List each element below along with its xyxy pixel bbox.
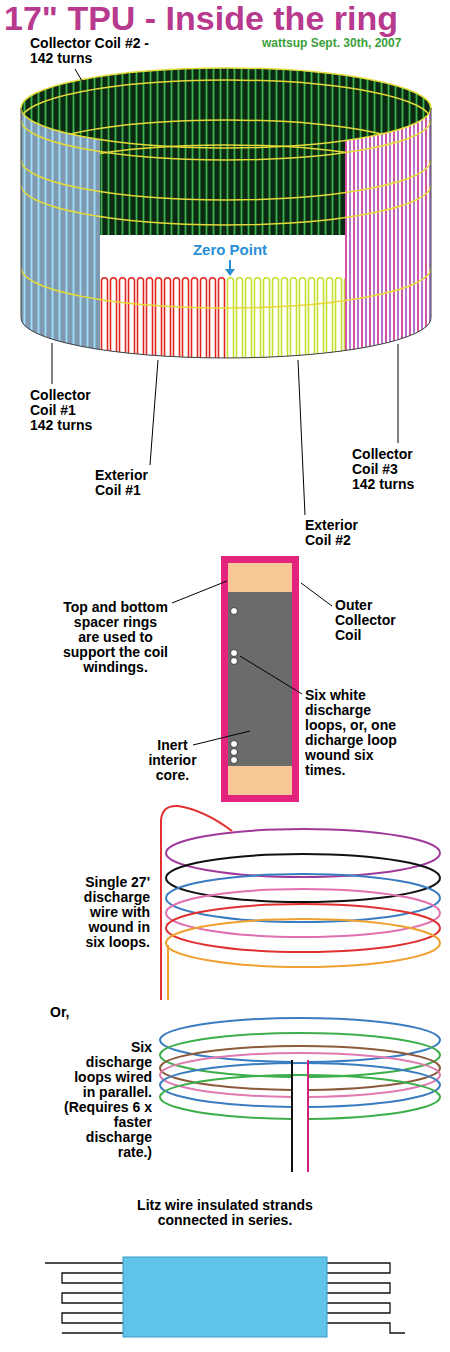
lead-wire	[167, 945, 169, 1000]
coil-label: Collector Coil #2 - 142 turns	[30, 36, 155, 66]
leader-line	[150, 360, 158, 465]
discharge-loop-wires	[231, 608, 238, 764]
interior-core	[228, 592, 292, 766]
callout-note: Six discharge loops wired in parallel. (…	[62, 1040, 152, 1160]
leader-line	[398, 344, 399, 443]
leader-line	[193, 731, 250, 745]
callout-note: Six white discharge loops, or, one dicha…	[305, 688, 410, 778]
callout-note: Top and bottom spacer rings are used to …	[62, 600, 169, 675]
discharge-loop	[21, 268, 431, 308]
coil-label: Exterior Coil #2	[305, 518, 365, 548]
ring-edge	[21, 108, 22, 318]
collector-coil-windings	[21, 60, 100, 380]
discharge-loop	[21, 185, 431, 225]
coil-label: Collector Coil #1 142 turns	[30, 388, 98, 433]
lead-wire	[161, 806, 232, 1000]
outer-collector-coil	[221, 556, 299, 802]
discharge-loop	[21, 160, 431, 200]
series-discharge-loops	[161, 806, 440, 1000]
callout-note: Outer Collector Coil	[335, 598, 410, 643]
coil-label: Collector Coil #3 142 turns	[352, 447, 422, 492]
discharge-loop	[160, 1063, 440, 1107]
callout-note: Single 27' discharge wire with wound in …	[68, 875, 150, 950]
diagram-title: 17" TPU - Inside the ring	[4, 0, 446, 36]
discharge-loop	[21, 120, 431, 160]
exterior-coil-loops	[226, 277, 345, 377]
discharge-loop	[21, 80, 431, 120]
ring-front-wall	[21, 60, 431, 380]
zero-point-label: Zero Point	[185, 241, 275, 258]
wire-dot	[231, 757, 238, 764]
ring-edge	[431, 108, 432, 318]
discharge-loop	[166, 854, 440, 902]
discharge-loop	[160, 1033, 440, 1077]
wire-dot	[231, 749, 238, 756]
leader-line	[301, 583, 332, 606]
wire-dot	[231, 741, 238, 748]
discharge-loop	[160, 1075, 440, 1119]
cross-section	[221, 556, 299, 802]
parallel-discharge-loops	[160, 1018, 440, 1172]
collector-coil-band	[21, 60, 100, 380]
callout-note: Inert interior core.	[140, 738, 205, 783]
wire-dot	[231, 650, 238, 657]
coil-label: Exterior Coil #1	[95, 468, 155, 498]
lead-wire	[291, 1060, 293, 1172]
separator-note: Or,	[50, 1005, 90, 1020]
leader-line	[240, 656, 302, 694]
litz-bundle	[123, 1257, 327, 1337]
arrow-head	[225, 269, 235, 276]
lead-wire	[307, 1060, 309, 1172]
wire-dot	[231, 658, 238, 665]
author-date: wattsup Sept. 30th, 2007	[262, 36, 447, 50]
ring-top-rim	[21, 68, 431, 148]
discharge-loop	[166, 919, 440, 967]
exterior-coil-loops	[100, 277, 226, 377]
leader-line	[172, 581, 227, 603]
litz-strands	[327, 1263, 405, 1333]
wire-dot	[231, 608, 238, 615]
discharge-loop	[166, 874, 440, 922]
callout-note: Litz wire insulated strands connected in…	[125, 1198, 325, 1228]
spacer-ring	[228, 563, 292, 592]
leader-line	[52, 343, 53, 384]
litz-wire	[45, 1257, 405, 1337]
spacer-ring	[228, 766, 292, 795]
ring-bottom-rim	[21, 318, 431, 358]
zero-point-arrow	[229, 260, 231, 270]
leader-line	[75, 69, 82, 81]
discharge-loop	[166, 889, 440, 937]
discharge-loop	[166, 904, 440, 952]
leader-lines	[52, 69, 398, 515]
litz-strands	[45, 1263, 123, 1333]
leader-line	[298, 360, 305, 515]
